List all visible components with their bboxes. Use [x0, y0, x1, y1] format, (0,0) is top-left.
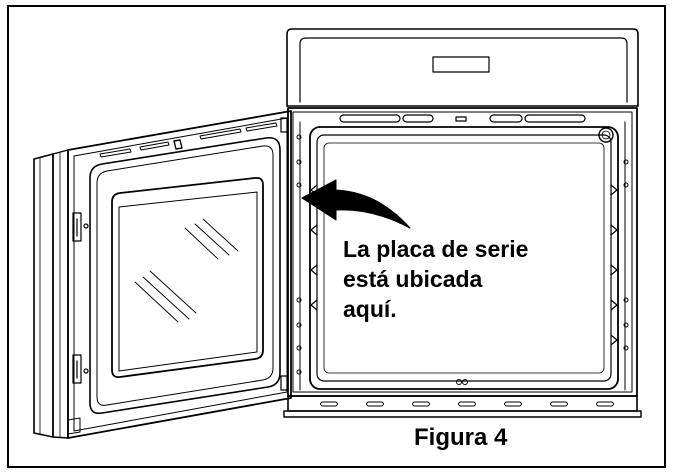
oven-cavity	[309, 126, 619, 390]
oven-door	[33, 110, 292, 439]
door-top-vents	[99, 122, 278, 158]
door-hinges	[72, 117, 288, 391]
oven-cabinet	[283, 28, 642, 418]
control-panel	[286, 28, 639, 107]
top-vents	[339, 114, 586, 123]
figure-label: Figura 4	[414, 424, 508, 451]
note-line-3: aquí.	[343, 296, 397, 322]
serial-plate-note: La placa de serie está ubicada aquí.	[343, 234, 528, 324]
note-line-1: La placa de serie	[343, 236, 529, 262]
bottom-vent-strip	[283, 395, 642, 418]
door-window	[111, 176, 264, 379]
figure-frame	[7, 5, 666, 468]
display-window	[432, 56, 490, 73]
pointer-arrow	[301, 179, 411, 229]
note-line-2: está ubicada	[343, 266, 483, 292]
side-rivets	[296, 134, 629, 375]
